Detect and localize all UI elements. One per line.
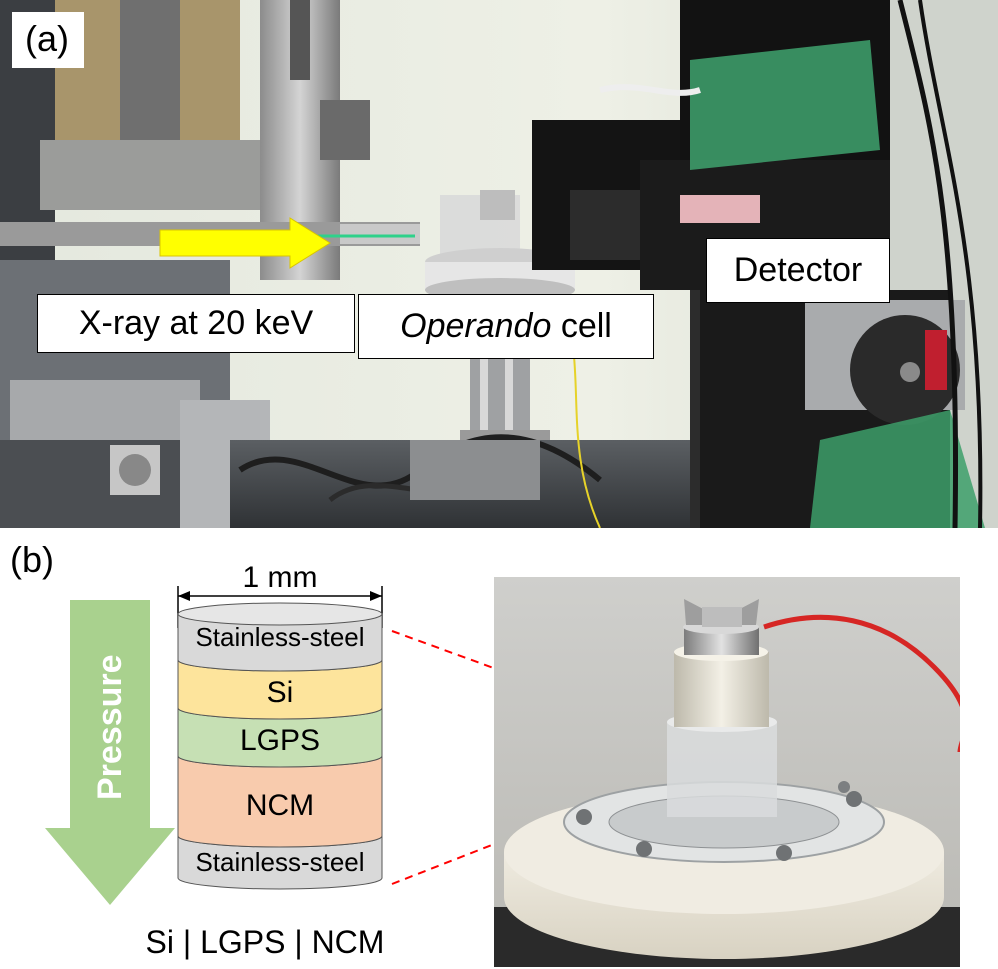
layer-si: [177, 659, 383, 720]
operando-cell-photo: [494, 577, 960, 967]
panel-b-diagram: [45, 586, 728, 905]
detector-label: Detector: [706, 238, 890, 303]
panel-a-label: (a): [12, 12, 84, 68]
cell-photo-image: [494, 577, 960, 967]
layer-label-si: Si: [266, 676, 294, 709]
layer-label-stainless-bottom: Stainless-steel: [195, 847, 365, 877]
layer-lgps: [177, 707, 383, 768]
layer-label-lgps: LGPS: [239, 724, 321, 757]
stack-caption: Si | LGPS | NCM: [145, 924, 385, 960]
layer-stainless-steel-top: [177, 613, 383, 672]
operando-cell-text: cell: [551, 307, 612, 345]
layer-label-stainless-top: Stainless-steel: [195, 622, 365, 652]
panel-b-label: (b): [10, 539, 54, 580]
beamline-photo: [0, 0, 998, 528]
panel-a-photo: (a) X-ray at 20 keV Operando cell Detect…: [0, 0, 998, 528]
operando-italic-text: Operando: [400, 307, 552, 345]
xray-label: X-ray at 20 keV: [37, 294, 355, 353]
pressure-arrow-icon: [45, 600, 175, 905]
layer-label-ncm: NCM: [245, 789, 315, 822]
layer-ncm: [177, 755, 383, 848]
xray-arrow-icon: [159, 217, 331, 269]
pressure-label: Pressure: [91, 654, 129, 800]
layer-stainless-steel-bottom: [177, 835, 383, 890]
width-label: 1 mm: [242, 561, 318, 594]
operando-cell-label: Operando cell: [358, 294, 654, 359]
cell-stack: [177, 602, 383, 890]
